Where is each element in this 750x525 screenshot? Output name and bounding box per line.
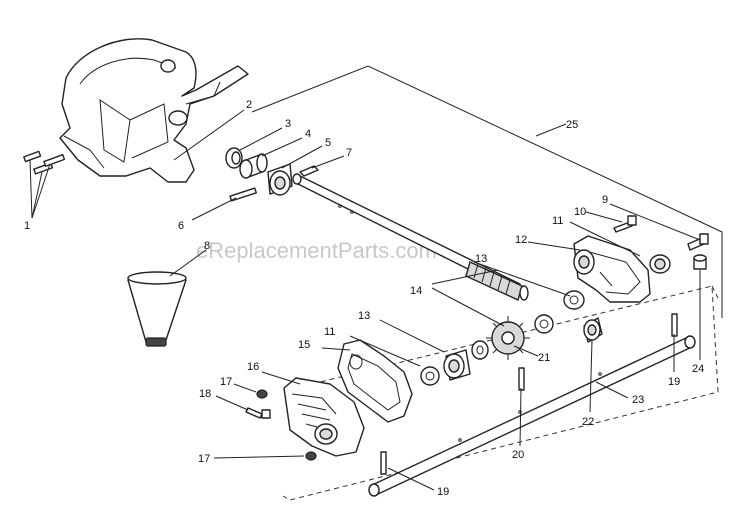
plug-part-24 <box>693 254 707 270</box>
callout-17-upper: 17 <box>220 376 232 388</box>
callout-2: 2 <box>246 99 252 111</box>
callout-20: 20 <box>512 449 524 461</box>
callout-11-upper: 11 <box>552 215 563 227</box>
callout-12: 12 <box>515 234 527 246</box>
callout-25: 25 <box>566 119 578 131</box>
washer-part-13-upper <box>563 290 585 310</box>
gasket-part-15 <box>337 339 413 423</box>
plug-part-17-upper <box>256 389 268 399</box>
callout-1: 1 <box>24 220 30 232</box>
bushing-part-4 <box>239 153 268 179</box>
callout-11-lower: 11 <box>324 326 335 338</box>
callout-7: 7 <box>346 147 352 159</box>
callout-6: 6 <box>178 220 184 232</box>
callout-18: 18 <box>199 388 211 400</box>
callout-13-lower: 13 <box>358 310 370 322</box>
callout-8: 8 <box>204 240 210 252</box>
callout-17-lower: 17 <box>198 453 210 465</box>
spur-gear-part-21 <box>486 316 530 360</box>
lower-shaft-part-23 <box>368 335 696 497</box>
key-part-7 <box>299 165 319 177</box>
drive-shaft <box>292 173 521 293</box>
callout-19-right: 19 <box>668 376 680 388</box>
leader-lines <box>29 109 701 491</box>
bushing-part-11-lower <box>420 349 471 386</box>
ring-part-3 <box>225 147 243 169</box>
washer-part-13-lower <box>471 314 554 360</box>
callout-16: 16 <box>247 361 259 373</box>
bearing-part-22 <box>583 317 603 343</box>
callout-9: 9 <box>602 194 608 206</box>
plug-part-17-lower <box>305 451 317 461</box>
callout-24: 24 <box>692 363 704 375</box>
seal-part-11-upper <box>649 254 671 274</box>
callout-5: 5 <box>325 137 331 149</box>
callout-23: 23 <box>632 394 644 406</box>
screw-part-10 <box>613 215 637 233</box>
callout-19-left: 19 <box>437 486 449 498</box>
callout-4: 4 <box>305 128 311 140</box>
gear-case-left-part-16 <box>283 377 365 457</box>
watermark: eReplacementParts.com <box>196 238 437 263</box>
chute-housing-part-2 <box>59 38 249 183</box>
callout-10: 10 <box>574 206 586 218</box>
pins-part-1 <box>23 150 66 175</box>
gear-case-right-part-12 <box>573 235 651 303</box>
pin-part-6 <box>229 187 257 202</box>
assembly-23-dashed-box <box>282 285 719 501</box>
callout-3: 3 <box>285 118 291 130</box>
screw-part-18 <box>245 407 271 419</box>
callout-13-upper: 13 <box>475 253 487 265</box>
cone-part-8 <box>127 271 187 347</box>
bolt-part-9 <box>687 233 709 251</box>
callout-15: 15 <box>298 339 310 351</box>
callout-labels: 1 2 3 4 5 6 7 8 9 10 11 12 13 14 13 11 1… <box>24 99 704 498</box>
assembly-25-outline <box>251 65 723 318</box>
callout-14: 14 <box>410 285 422 297</box>
callout-21: 21 <box>538 352 550 364</box>
callout-22: 22 <box>582 416 594 428</box>
spacer-part-5 <box>267 163 293 196</box>
worm-gear-part-14 <box>465 261 529 301</box>
